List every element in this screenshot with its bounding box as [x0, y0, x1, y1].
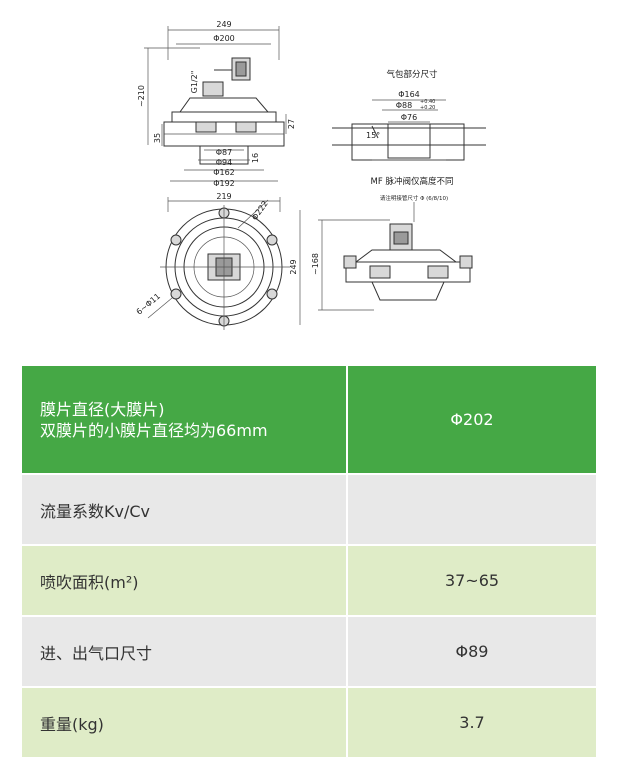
- tol-lower: +0.20: [420, 105, 435, 111]
- dim-phi162: Φ162: [213, 168, 235, 177]
- spec-value: 3.7: [346, 686, 596, 757]
- dim-35: 35: [153, 133, 162, 143]
- spec-row-diaphragm: 膜片直径(大膜片) 双膜片的小膜片直径均为66mm Φ202: [22, 366, 596, 474]
- mf-note: 请注明接管尺寸 Φ (6/8/10): [380, 194, 448, 202]
- air-tank-section-view: 气包部分尺寸 Φ164 Φ88 +0.40 +0.20 Φ76 15° MF 脉…: [332, 69, 486, 187]
- dim-phi88: Φ88: [396, 101, 412, 110]
- spec-label: 进、出气口尺寸: [22, 615, 347, 687]
- dim-phi200: Φ200: [213, 34, 235, 43]
- spec-value: 37~65: [346, 544, 596, 616]
- dim-249: 249: [216, 20, 231, 29]
- spec-row-blow-area: 喷吹面积(m²) 37~65: [22, 544, 596, 616]
- dim-16: 16: [251, 153, 260, 163]
- spec-value: Φ89: [346, 615, 596, 687]
- dim-219: 219: [216, 192, 231, 201]
- spec-value: Φ202: [346, 366, 596, 474]
- spec-row-weight: 重量(kg) 3.7: [22, 686, 596, 757]
- spec-label: 流量系数Kv/Cv: [22, 473, 347, 545]
- dim-168: ~168: [311, 253, 320, 275]
- dim-249-vertical: 249: [289, 259, 298, 274]
- spec-label: 重量(kg): [22, 686, 347, 757]
- side-elevation-view: 249 Φ200 ~210 G1/2" 35 27 Φ87 Φ94 16: [137, 20, 296, 188]
- dim-phi222: Φ222: [250, 199, 270, 222]
- dim-g12: G1/2": [190, 71, 199, 94]
- spec-label-line-2: 双膜片的小膜片直径均为66mm: [40, 420, 268, 440]
- spec-value: [346, 473, 596, 545]
- spec-table: 膜片直径(大膜片) 双膜片的小膜片直径均为66mm Φ202 流量系数Kv/Cv…: [22, 366, 596, 757]
- air-tank-title: 气包部分尺寸: [386, 69, 438, 80]
- dim-15deg: 15°: [366, 131, 380, 140]
- dim-210: ~210: [137, 85, 146, 107]
- dim-phi94: Φ94: [216, 158, 232, 167]
- spec-row-flow-coefficient: 流量系数Kv/Cv: [22, 473, 596, 545]
- spec-row-port-size: 进、出气口尺寸 Φ89: [22, 615, 596, 687]
- dim-phi192: Φ192: [213, 179, 235, 188]
- dim-6-phi11: 6~Φ11: [135, 292, 162, 317]
- spec-label-line-1: 膜片直径(大膜片): [40, 399, 165, 419]
- tol-upper: +0.40: [420, 99, 435, 105]
- mf-valve-view: 请注明接管尺寸 Φ (6/8/10) ~168: [311, 194, 473, 311]
- mf-title: MF 脉冲阀仅高度不同: [371, 176, 454, 187]
- technical-drawing: 249 Φ200 ~210 G1/2" 35 27 Φ87 Φ94 16: [135, 20, 486, 330]
- spec-label: 喷吹面积(m²): [22, 544, 347, 616]
- plan-view: 219 Φ222 249 6~Φ11: [135, 192, 301, 330]
- dim-phi164: Φ164: [398, 90, 420, 99]
- dim-phi76: Φ76: [401, 113, 417, 122]
- dim-27: 27: [287, 119, 296, 129]
- spec-label: 膜片直径(大膜片) 双膜片的小膜片直径均为66mm: [22, 366, 347, 474]
- dim-phi87: Φ87: [216, 148, 232, 157]
